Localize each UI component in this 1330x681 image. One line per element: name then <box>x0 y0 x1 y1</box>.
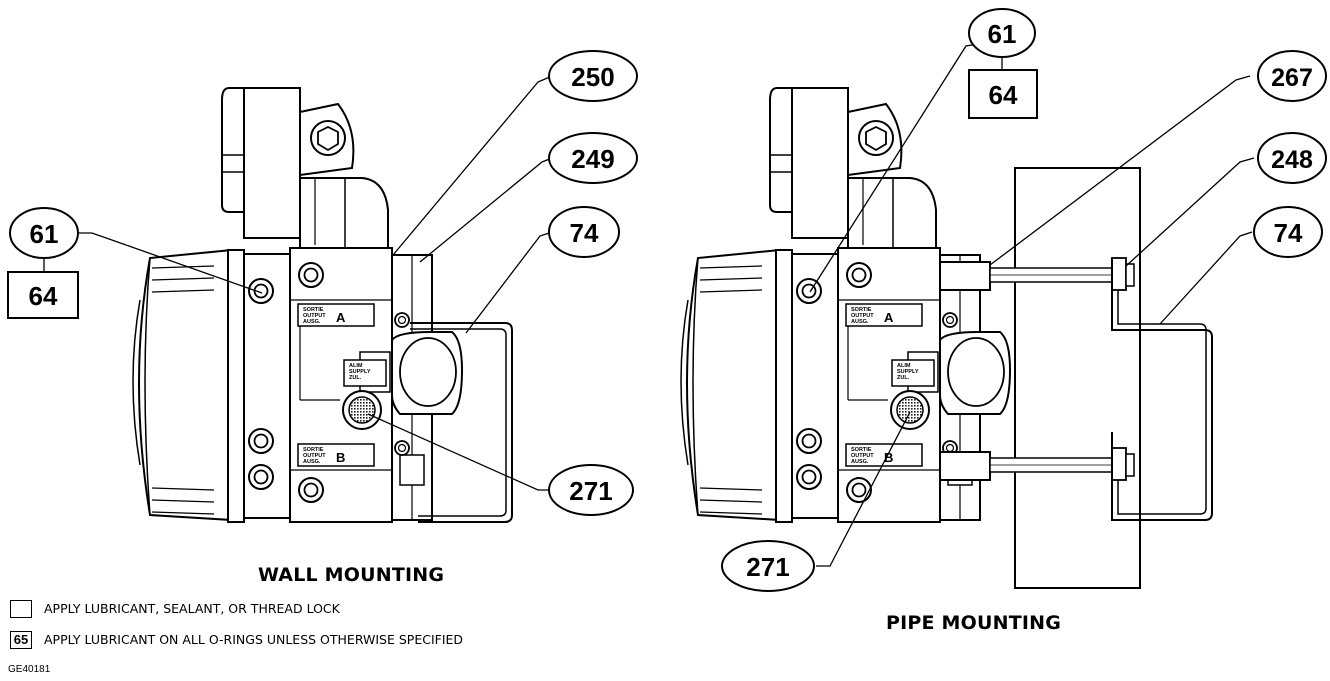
svg-text:74: 74 <box>570 218 599 248</box>
pipe-callout-61: 61 <box>968 8 1036 58</box>
note-1-symbol-box <box>10 600 32 618</box>
svg-text:248: 248 <box>1271 146 1313 174</box>
wall-output-a-letter: A <box>336 310 346 325</box>
pipe-callout-74: 74 <box>1253 206 1323 258</box>
svg-text:267: 267 <box>1271 64 1313 92</box>
wall-output-b-letter: B <box>336 450 345 465</box>
svg-text:64: 64 <box>29 281 58 311</box>
pipe-callout-271: 271 <box>721 540 815 592</box>
wall-callout-249: 249 <box>548 132 638 184</box>
svg-text:271: 271 <box>746 552 789 582</box>
svg-text:61: 61 <box>988 19 1017 49</box>
wall-mounting-caption: WALL MOUNTING <box>258 564 445 586</box>
svg-text:74: 74 <box>1274 218 1303 248</box>
wall-callout-250: 250 <box>548 50 638 102</box>
note-2-symbol-box: 65 <box>10 631 32 649</box>
pipe-output-a-letter: A <box>884 310 894 325</box>
wall-callout-61: 61 <box>9 207 79 259</box>
figure-id: GE40181 <box>8 664 51 675</box>
wall-callout-64: 64 <box>7 271 79 319</box>
pipe-mounting-caption: PIPE MOUNTING <box>886 612 1062 634</box>
pipe-output-b-letter: B <box>884 450 893 465</box>
note-1-text: APPLY LUBRICANT, SEALANT, OR THREAD LOCK <box>44 601 340 616</box>
svg-text:61: 61 <box>30 219 59 249</box>
wall-callout-74: 74 <box>548 206 620 258</box>
svg-text:271: 271 <box>569 476 612 506</box>
svg-text:250: 250 <box>571 62 614 92</box>
pipe-callout-248: 248 <box>1257 132 1327 184</box>
pipe-callout-267: 267 <box>1257 50 1327 102</box>
wall-callout-271: 271 <box>548 464 634 516</box>
pipe-callout-64: 64 <box>968 69 1038 119</box>
svg-text:64: 64 <box>989 80 1018 110</box>
note-2-text: APPLY LUBRICANT ON ALL O-RINGS UNLESS OT… <box>44 632 464 647</box>
svg-text:249: 249 <box>571 144 614 174</box>
